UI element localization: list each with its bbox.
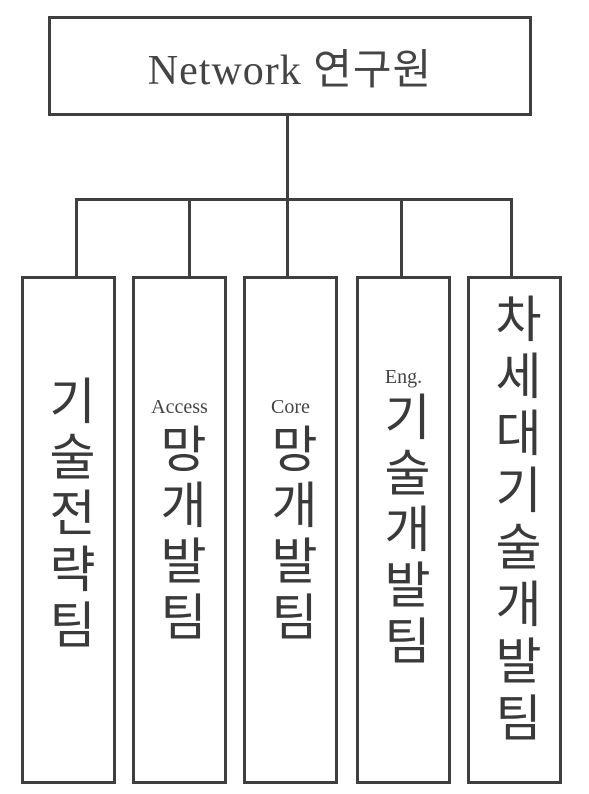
connector-drop-4 — [400, 198, 403, 278]
team-prefix: Access — [151, 396, 208, 418]
team-name: 망개발팀 — [261, 423, 320, 647]
connector-drop-5 — [510, 198, 513, 278]
connector-drop-1 — [75, 198, 78, 278]
connector-drop-3 — [286, 198, 289, 278]
team-node-access-network: Access 망개발팀 — [132, 276, 227, 784]
connector-drop-2 — [188, 198, 191, 278]
team-name: 망개발팀 — [150, 423, 209, 647]
team-node-tech-strategy: 기술전략팀 — [21, 276, 116, 784]
team-name: 기술전략팀 — [39, 375, 98, 655]
team-node-core-network: Core 망개발팀 — [243, 276, 338, 784]
team-prefix: Core — [271, 396, 310, 418]
team-name: 차세대기술개발팀 — [485, 293, 544, 749]
team-prefix: Eng. — [384, 366, 423, 388]
root-node-network-research: Network 연구원 — [48, 16, 532, 116]
connector-horizontal-bar — [75, 198, 512, 201]
team-node-eng-tech: Eng. 기술개발팀 — [356, 276, 451, 784]
team-node-next-gen-tech: 차세대기술개발팀 — [467, 276, 562, 784]
root-node-label: Network 연구원 — [147, 47, 433, 94]
team-name: 기술개발팀 — [374, 391, 433, 671]
connector-trunk — [286, 116, 289, 200]
